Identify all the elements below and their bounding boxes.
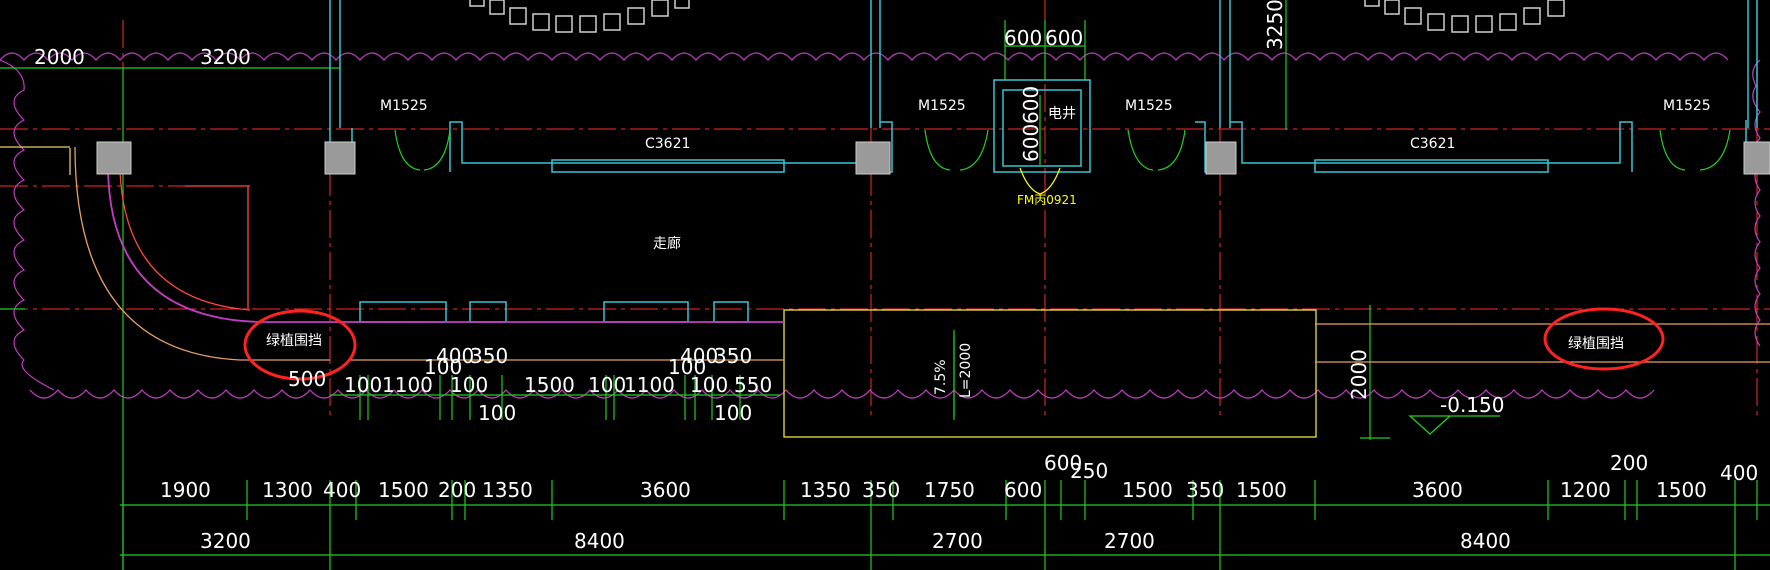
dim-text: 350	[470, 344, 508, 368]
dim-text: 2000	[1347, 349, 1371, 400]
planting-cloud-right	[1752, 59, 1761, 347]
tile-arc-right	[1364, 0, 1565, 33]
elevation-label: -0.150	[1440, 393, 1504, 417]
dim-text: 600	[1004, 26, 1042, 50]
dim-text: 100	[668, 355, 706, 379]
door-label-1: M1525	[380, 98, 428, 114]
window-label-2: C3621	[1410, 136, 1455, 152]
dim-text: 100	[344, 373, 382, 397]
dim-text: 400	[1720, 461, 1758, 485]
dim-text: 600	[1004, 478, 1042, 502]
dim-text: 3600	[640, 478, 691, 502]
dim-text: 1500	[1236, 478, 1287, 502]
dim-text: 1350	[800, 478, 851, 502]
dim-text: 350	[1186, 478, 1224, 502]
dim-text: 100	[714, 401, 752, 425]
outline-yellow	[0, 146, 1770, 438]
dim-text: 400	[680, 344, 718, 368]
planting-cloud-bottom	[29, 389, 1655, 399]
door-label-2: M1525	[918, 98, 966, 114]
dim-text: 3200	[200, 45, 251, 69]
dim-text: 500	[288, 367, 326, 391]
dim-text: 2000	[34, 45, 85, 69]
columns	[96, 141, 1770, 175]
dim-text: 350	[714, 344, 752, 368]
dim-text: 600	[1019, 86, 1043, 124]
dim-text: 1100	[624, 373, 675, 397]
dim-text: 1500	[378, 478, 429, 502]
planting-cloud-top	[0, 52, 1729, 61]
dim-text: 2700	[932, 529, 983, 553]
dim-text: 1750	[924, 478, 975, 502]
planter-label-left: 绿植围挡	[266, 333, 322, 349]
door-swings	[394, 129, 1731, 171]
highlight-circle-right	[1543, 307, 1665, 371]
window-label-1: C3621	[645, 136, 690, 152]
dim-text: 200	[1610, 451, 1648, 475]
slope-label: 7.5%	[933, 359, 949, 395]
shaft-label: 电井	[1048, 106, 1076, 122]
fm-door-label: FM丙0921	[1017, 193, 1077, 207]
dim-text: 1500	[1656, 478, 1707, 502]
dim-text: 1500	[1122, 478, 1173, 502]
dim-text: 1200	[1560, 478, 1611, 502]
planter-label-right: 绿植围挡	[1568, 336, 1624, 352]
dim-text: 550	[734, 373, 772, 397]
dim-text: 1500	[524, 373, 575, 397]
dim-text: 600	[1019, 124, 1043, 162]
dim-text: 8400	[574, 529, 625, 553]
dim-text: 8400	[1460, 529, 1511, 553]
dim-text: 2700	[1104, 529, 1155, 553]
door-label-4: M1525	[1663, 98, 1711, 114]
dim-text: 100	[450, 373, 488, 397]
elevation-marker	[1408, 415, 1500, 435]
length-label: L=2000	[958, 343, 974, 398]
dim-text: 400	[436, 344, 474, 368]
dim-text: 250	[1070, 459, 1108, 483]
dim-text: 1100	[382, 373, 433, 397]
highlight-circle-left	[243, 309, 357, 381]
dim-text: 1900	[160, 478, 211, 502]
curve-magenta	[107, 167, 784, 323]
dim-text: 100	[690, 373, 728, 397]
dim-ticks	[122, 375, 1758, 570]
dim-text: 3250	[1263, 0, 1287, 50]
dim-text: 100	[478, 401, 516, 425]
dim-text: 1300	[262, 478, 313, 502]
tile-arc-left	[469, 0, 690, 33]
dim-text: 3200	[200, 529, 251, 553]
dim-text: 400	[323, 478, 361, 502]
corridor-label: 走廊	[653, 235, 681, 252]
dim-text: 100	[424, 355, 462, 379]
dim-text: 600	[1045, 26, 1083, 50]
dim-text: 600	[1044, 451, 1082, 475]
dim-text: 3600	[1412, 478, 1463, 502]
dim-text: 1350	[482, 478, 533, 502]
dim-text: 100	[588, 373, 626, 397]
dim-text: 200	[438, 478, 476, 502]
planting-cloud-left	[0, 59, 55, 391]
dim-text: 350	[862, 478, 900, 502]
door-label-3: M1525	[1125, 98, 1173, 114]
fm-door	[1019, 167, 1061, 195]
